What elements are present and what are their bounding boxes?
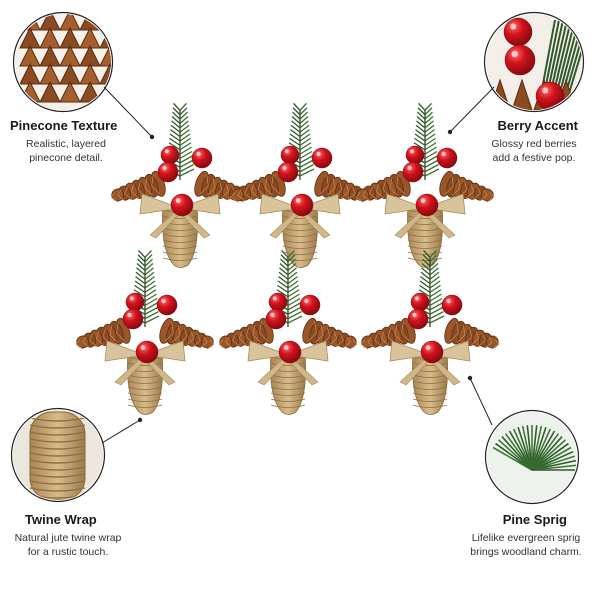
- berry: [402, 161, 424, 183]
- napkin-ring: [75, 249, 215, 415]
- berry: [157, 161, 179, 183]
- napkin-ring: [230, 102, 370, 268]
- leader-dot: [137, 417, 143, 423]
- pine-sprig-zoom: [484, 409, 580, 505]
- pine-sprig-desc: Lifelike evergreen sprig brings woodland…: [462, 531, 590, 559]
- pinecone-desc-line-2: pinecone detail.: [29, 152, 103, 164]
- berry-cluster: [402, 145, 458, 217]
- pinecone-texture-title: Pinecone Texture: [10, 118, 118, 133]
- berry: [405, 145, 425, 165]
- napkin-ring: [110, 102, 250, 268]
- pinecone: [360, 317, 416, 350]
- napkin-ring: [355, 102, 495, 268]
- berry: [265, 308, 287, 330]
- leader-line: [101, 419, 141, 444]
- berry: [441, 294, 463, 316]
- berry: [156, 294, 178, 316]
- leader-line: [103, 86, 153, 138]
- leader-line: [449, 86, 495, 133]
- berry: [504, 44, 536, 76]
- pinecone: [439, 170, 495, 203]
- berry: [436, 147, 458, 169]
- pinecone-texture-desc: Realistic, layered pinecone detail.: [10, 137, 122, 165]
- berry-zoom: [483, 11, 585, 113]
- pinecone-zoom: [12, 11, 114, 113]
- berry: [278, 340, 302, 364]
- berry-cluster: [407, 292, 463, 364]
- berry: [280, 145, 300, 165]
- napkin-ring: [218, 249, 358, 415]
- berry-cluster: [265, 292, 321, 364]
- berry: [122, 308, 144, 330]
- berry: [170, 193, 194, 217]
- berry-accent-desc: Glossy red berries add a festive pop.: [478, 137, 590, 165]
- pinecone: [302, 317, 358, 350]
- berry: [415, 193, 439, 217]
- pine-sprig-title: Pine Sprig: [502, 512, 567, 527]
- pinecone: [159, 317, 215, 350]
- leader-dot: [447, 129, 453, 135]
- berry: [410, 292, 430, 312]
- jute-bow: [259, 193, 341, 239]
- berry: [191, 147, 213, 169]
- twine-wrap-desc: Natural jute twine wrap for a rustic tou…: [4, 531, 132, 559]
- leader-dot: [149, 134, 155, 140]
- twine-desc-line-2: for a rustic touch.: [27, 546, 109, 558]
- napkin-ring: [360, 249, 500, 415]
- pinecone: [218, 317, 274, 350]
- berry-cluster: [277, 145, 333, 217]
- berry: [503, 17, 533, 47]
- berry-desc-line-1: Glossy red berries: [491, 138, 577, 150]
- berry-cluster: [157, 145, 213, 217]
- berry: [311, 147, 333, 169]
- twine-wrap-title: Twine Wrap: [25, 512, 97, 527]
- pinecone: [444, 317, 500, 350]
- berry-desc-line-2: add a festive pop.: [492, 152, 576, 164]
- jute-bow: [247, 340, 329, 386]
- leader-dot: [467, 375, 473, 381]
- jute-bow: [384, 193, 466, 239]
- twine-zoom: [10, 407, 106, 503]
- berry: [125, 292, 145, 312]
- berry: [268, 292, 288, 312]
- berry: [160, 145, 180, 165]
- sprig-desc-line-2: brings woodland charm.: [470, 546, 582, 558]
- pinecone: [110, 170, 166, 203]
- berry: [299, 294, 321, 316]
- berry: [277, 161, 299, 183]
- leader-line: [469, 377, 493, 426]
- berry: [420, 340, 444, 364]
- berry: [290, 193, 314, 217]
- berry-accent-title: Berry Accent: [497, 118, 578, 133]
- berry-cluster: [122, 292, 178, 364]
- sprig-desc-line-1: Lifelike evergreen sprig: [471, 532, 581, 544]
- pinecone: [230, 170, 286, 203]
- berry: [135, 340, 159, 364]
- pinecone-desc-line-1: Realistic, layered: [26, 138, 106, 150]
- twine-desc-line-1: Natural jute twine wrap: [14, 532, 122, 544]
- berry: [535, 81, 565, 110]
- berry: [407, 308, 429, 330]
